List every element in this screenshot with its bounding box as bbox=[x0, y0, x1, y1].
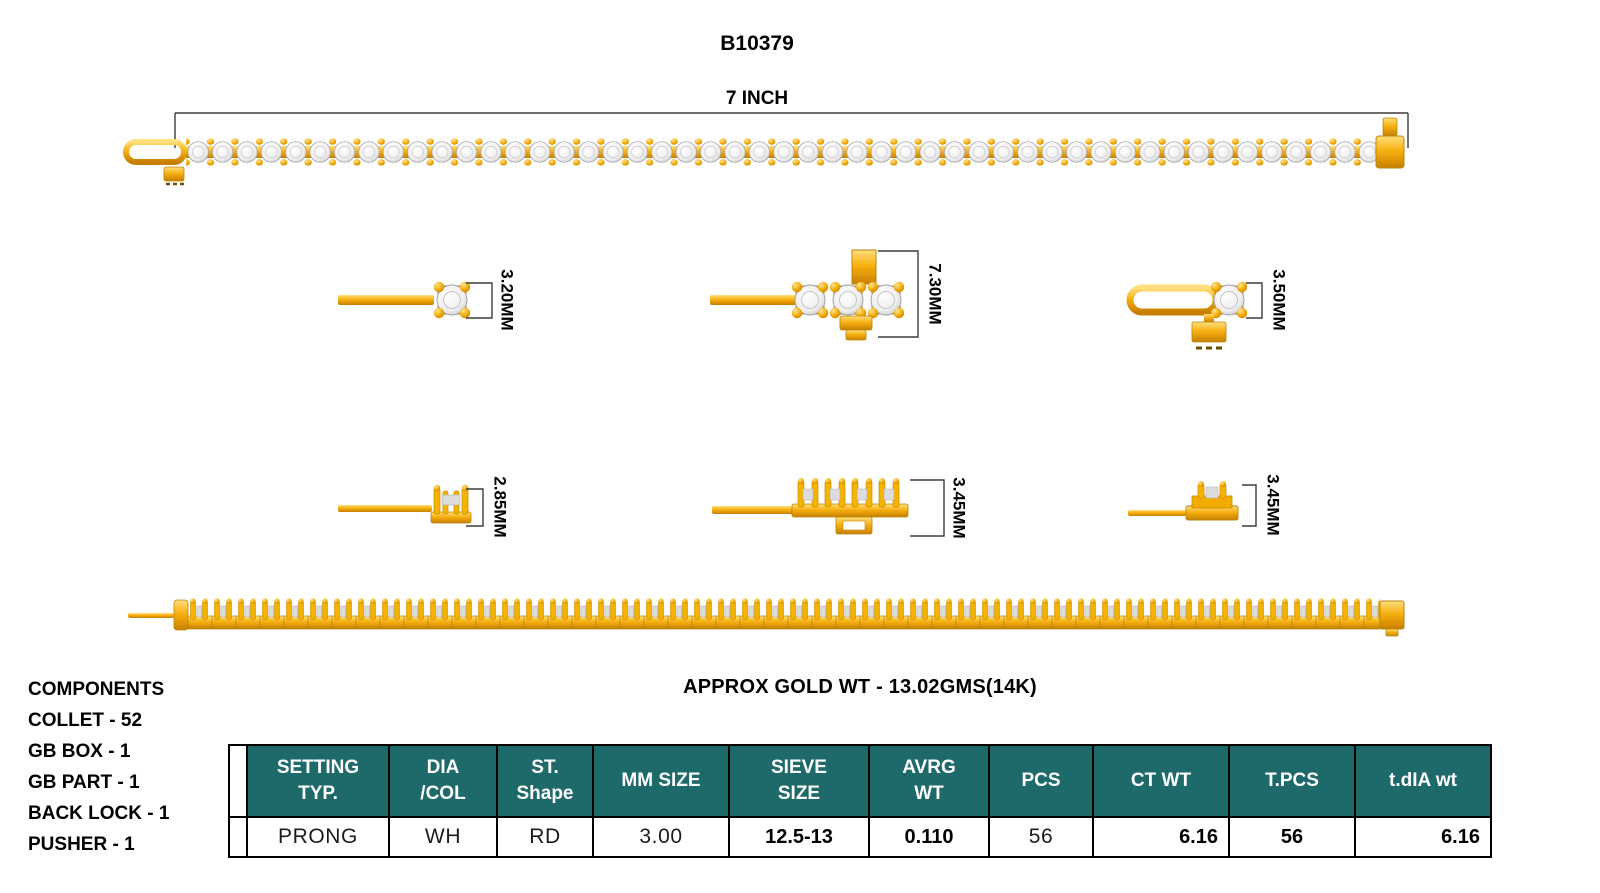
component-item: GB BOX - 1 bbox=[28, 741, 131, 762]
length-dimension-label: 7 INCH bbox=[726, 88, 788, 109]
dim-label-top-lock: 3.50MM bbox=[1270, 269, 1289, 330]
component-item: PUSHER - 1 bbox=[28, 834, 135, 855]
header-pcs: PCS bbox=[988, 744, 1094, 818]
component-item: GB PART - 1 bbox=[28, 772, 140, 793]
component-item: COLLET - 52 bbox=[28, 710, 143, 731]
components-heading: COMPONENTS bbox=[28, 679, 165, 700]
detail-top-lock-end: 3.50MM bbox=[1126, 269, 1289, 350]
header-stub bbox=[228, 744, 248, 818]
cell-setting-type: PRONG bbox=[246, 816, 390, 858]
gold-weight-heading: APPROX GOLD WT - 13.02GMS(14K) bbox=[683, 676, 1037, 698]
header-mm-size: MM SIZE bbox=[592, 744, 730, 818]
cell-mm-size: 3.00 bbox=[592, 816, 730, 858]
cell-ct-wt: 6.16 bbox=[1092, 816, 1230, 858]
cell-dia-col: WH bbox=[388, 816, 498, 858]
sheet-title: B10379 bbox=[720, 32, 794, 55]
bracelet-top-view bbox=[123, 117, 1405, 186]
cell-stone-shape: RD bbox=[496, 816, 594, 858]
detail-side-clasp-end: 2.85MM bbox=[338, 476, 510, 538]
header-t-dia-wt: t.dIA wt bbox=[1354, 744, 1492, 818]
detail-top-center-link: 7.30MM bbox=[710, 249, 945, 341]
bracelet-side-view bbox=[128, 597, 1405, 637]
component-item: BACK LOCK - 1 bbox=[28, 803, 170, 824]
dim-label-side-clasp: 2.85MM bbox=[491, 476, 510, 537]
dim-label-top-link: 7.30MM bbox=[926, 263, 945, 324]
header-sieve-size: SIEVE SIZE bbox=[728, 744, 870, 818]
header-avrg-wt: AVRG WT bbox=[868, 744, 990, 818]
header-setting-type: SETTING TYP. bbox=[246, 744, 390, 818]
spec-table: SETTING TYP. DIA /COL ST. Shape MM SIZE … bbox=[228, 744, 1492, 858]
detail-side-lock-end: 3.45MM bbox=[1128, 474, 1283, 536]
detail-side-center-link: 3.45MM bbox=[712, 477, 969, 539]
bracelet-technical-drawing: B10379 7 INCH 3.20MM bbox=[123, 32, 1409, 637]
header-t-pcs: T.PCS bbox=[1228, 744, 1356, 818]
header-dia-col: DIA /COL bbox=[388, 744, 498, 818]
spec-table-data-row: PRONG WH RD 3.00 12.5-13 0.110 56 6.16 5… bbox=[228, 816, 1492, 858]
dim-label-top-clasp: 3.20MM bbox=[498, 269, 517, 330]
cell-pcs: 56 bbox=[988, 816, 1094, 858]
detail-top-clasp-end: 3.20MM bbox=[338, 269, 517, 331]
header-ct-wt: CT WT bbox=[1092, 744, 1230, 818]
dim-label-side-link: 3.45MM bbox=[950, 477, 969, 538]
cell-sieve-size: 12.5-13 bbox=[728, 816, 870, 858]
cell-stub bbox=[228, 816, 248, 858]
dim-label-side-lock: 3.45MM bbox=[1264, 474, 1283, 535]
header-stone-shape: ST. Shape bbox=[496, 744, 594, 818]
cell-avrg-wt: 0.110 bbox=[868, 816, 990, 858]
cell-t-pcs: 56 bbox=[1228, 816, 1356, 858]
components-list: COMPONENTS COLLET - 52 GB BOX - 1 GB PAR… bbox=[28, 674, 228, 860]
spec-table-header-row: SETTING TYP. DIA /COL ST. Shape MM SIZE … bbox=[228, 744, 1492, 818]
cell-t-dia-wt: 6.16 bbox=[1354, 816, 1492, 858]
